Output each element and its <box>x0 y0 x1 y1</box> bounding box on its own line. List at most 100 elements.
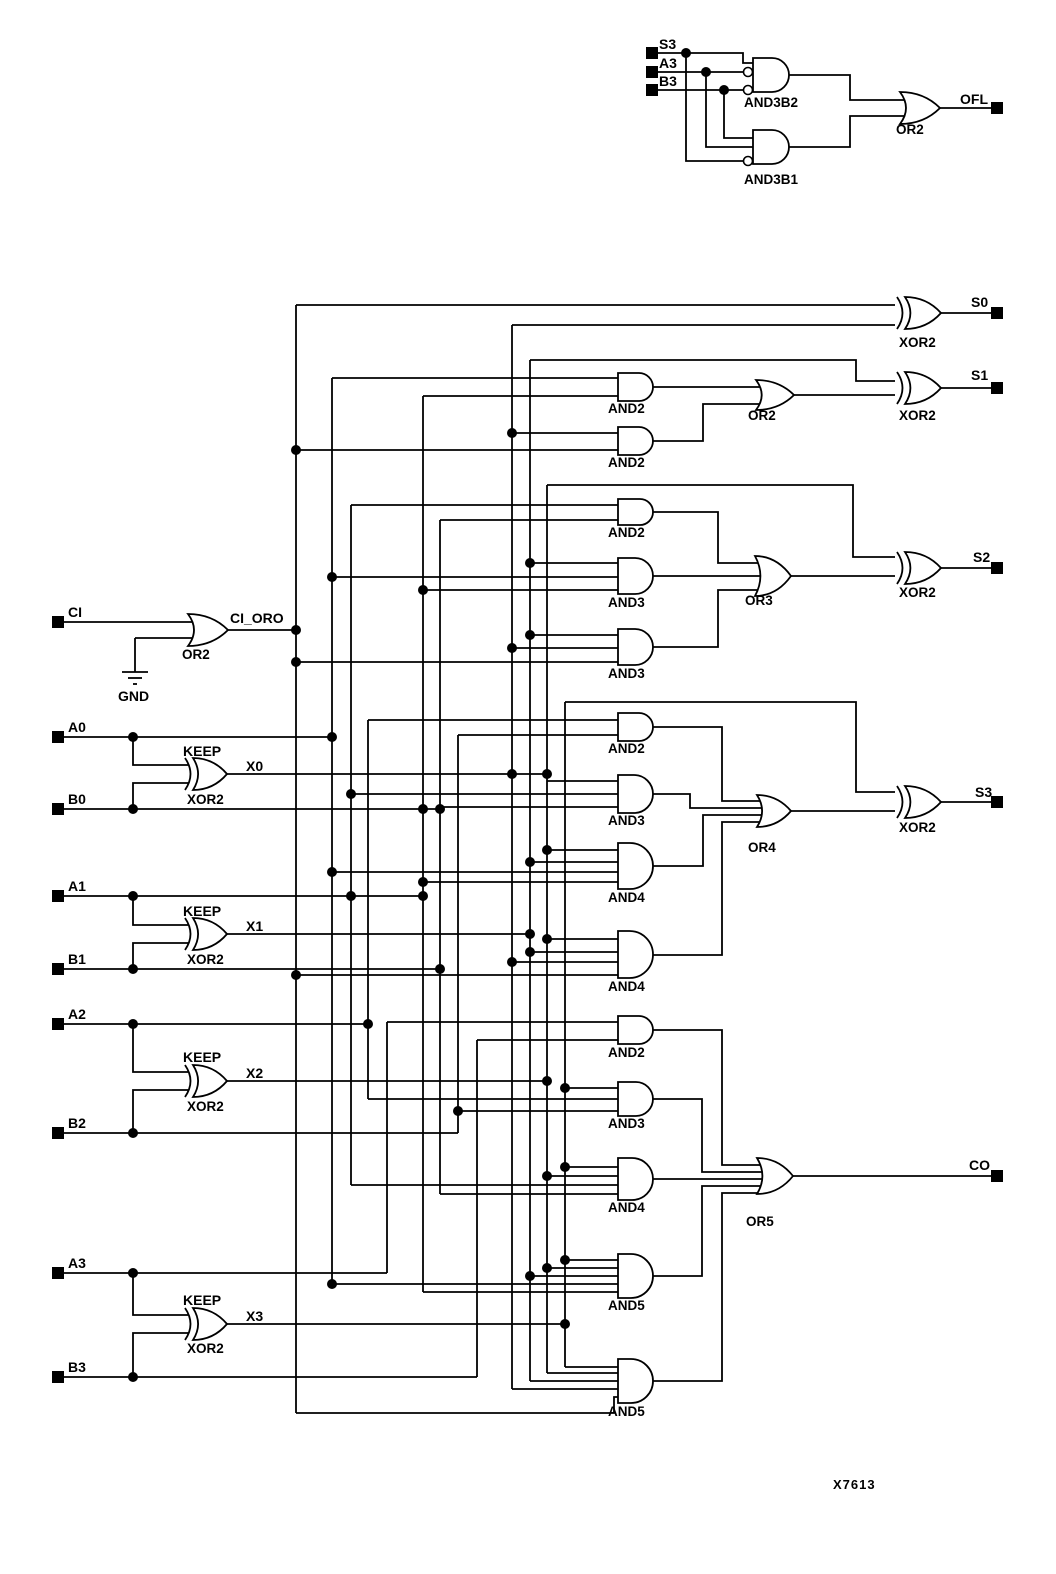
wire <box>653 814 762 867</box>
pin-label: B3 <box>659 73 677 89</box>
wire <box>132 737 188 766</box>
or-gate-shape <box>754 379 796 411</box>
gate-label: OR5 <box>746 1214 774 1229</box>
input-pin-A1: A1 <box>52 878 86 902</box>
and-gate-shape <box>617 712 654 742</box>
pin-square-icon <box>991 796 1003 808</box>
pin-label: B3 <box>68 1359 86 1375</box>
gate-xor2_s0: XOR2 <box>896 296 943 350</box>
gate-or5_co: OR5 <box>746 1157 795 1229</box>
pin-label: A3 <box>659 55 677 71</box>
xor-gate-shape <box>903 785 943 819</box>
xor-gate-shape <box>191 1064 229 1098</box>
gate-and2_co: AND2 <box>608 1015 654 1060</box>
pin-square-icon <box>52 731 64 743</box>
wire <box>132 1024 188 1073</box>
gate-and2_s2: AND2 <box>608 498 654 540</box>
gate-and3_s3: AND3 <box>608 774 654 828</box>
junction-dot-icon <box>719 85 729 95</box>
gate-label: AND2 <box>608 525 645 540</box>
inverter-bubble-icon <box>742 66 754 78</box>
pin-square-icon <box>646 84 658 96</box>
net-label-x2: X2 <box>246 1065 263 1081</box>
junction-dot-icon <box>291 445 301 455</box>
or-gate-shape <box>753 555 793 597</box>
junction-dot-icon <box>435 964 445 974</box>
junction-dot-icon <box>291 970 301 980</box>
gate-or4_s3: OR4 <box>748 794 793 855</box>
gate-and3_s2b: AND3 <box>608 628 654 681</box>
xor-back-curve <box>184 757 192 791</box>
junction-dot-icon <box>525 857 535 867</box>
and-gate-shape <box>617 426 654 456</box>
output-pin-S0: S0 <box>971 294 1003 319</box>
gate-label: AND3 <box>608 1116 645 1131</box>
gate-xor2_k0: XOR2 <box>184 757 229 807</box>
junction-dot-icon <box>128 804 138 814</box>
and-gate-shape <box>617 628 654 666</box>
gate-and2_s1a: AND2 <box>608 372 654 416</box>
and-gate-shape <box>752 129 790 165</box>
net-label-keep3: KEEP <box>183 1292 221 1308</box>
pin-square-icon <box>991 102 1003 114</box>
gate-label: AND2 <box>608 401 645 416</box>
gate-label: OR2 <box>748 408 776 423</box>
junction-dot-icon <box>560 1162 570 1172</box>
gate-xor2_s1: XOR2 <box>896 371 943 423</box>
and-gate-shape <box>617 774 654 814</box>
wire <box>723 90 755 139</box>
and-gate-shape <box>617 1081 654 1117</box>
wire <box>132 1332 188 1377</box>
junction-dot-icon <box>128 964 138 974</box>
junction-dot-icon <box>128 1128 138 1138</box>
xor-back-curve <box>896 785 904 819</box>
or-gate-shape <box>755 794 793 828</box>
wire <box>789 74 904 101</box>
xor-gate-shape <box>191 917 229 951</box>
wire <box>705 72 755 148</box>
gate-label: OR2 <box>896 122 924 137</box>
wire <box>653 403 762 442</box>
gate-label: XOR2 <box>187 792 224 807</box>
gate-and4_s3b: AND4 <box>608 930 654 994</box>
gate-label: AND3 <box>608 666 645 681</box>
wire <box>685 53 744 162</box>
output-pin-S2: S2 <box>973 549 1003 574</box>
gate-label: AND3B1 <box>744 172 799 187</box>
junction-dot-icon <box>327 867 337 877</box>
net-label-keep0: KEEP <box>183 743 221 759</box>
xor-gate-shape <box>903 296 943 330</box>
junction-dot-icon <box>507 769 517 779</box>
gate-label: XOR2 <box>899 408 936 423</box>
and-gate-shape <box>617 1253 654 1299</box>
xor-gate-shape <box>191 757 229 791</box>
wire <box>653 1192 762 1382</box>
junction-dot-icon <box>525 1271 535 1281</box>
gate-label: AND3 <box>608 595 645 610</box>
junction-dot-icon <box>128 1019 138 1029</box>
pin-label: A0 <box>68 719 86 735</box>
and-gate-shape <box>617 1157 654 1201</box>
xor-gate-shape <box>191 1307 229 1341</box>
pin-label: S3 <box>975 784 992 800</box>
wire <box>547 484 895 558</box>
pin-label: S3 <box>659 36 676 52</box>
or-gate-shape <box>186 613 230 647</box>
gate-label: AND3 <box>608 813 645 828</box>
gate-label: OR3 <box>745 593 773 608</box>
wire <box>132 782 188 809</box>
gate-xor2_k1: XOR2 <box>184 917 229 967</box>
junction-dot-icon <box>507 643 517 653</box>
input-pin-CI: CI <box>52 604 82 628</box>
xor-gate-shape <box>903 551 943 585</box>
pin-label: OFL <box>960 91 988 107</box>
junction-dot-icon <box>418 877 428 887</box>
output-pin-CO: CO <box>969 1157 1003 1182</box>
output-pin-S1: S1 <box>971 367 1003 394</box>
net-label-x3: X3 <box>246 1308 263 1324</box>
input-pin-B2: B2 <box>52 1115 86 1139</box>
pin-square-icon <box>52 1018 64 1030</box>
